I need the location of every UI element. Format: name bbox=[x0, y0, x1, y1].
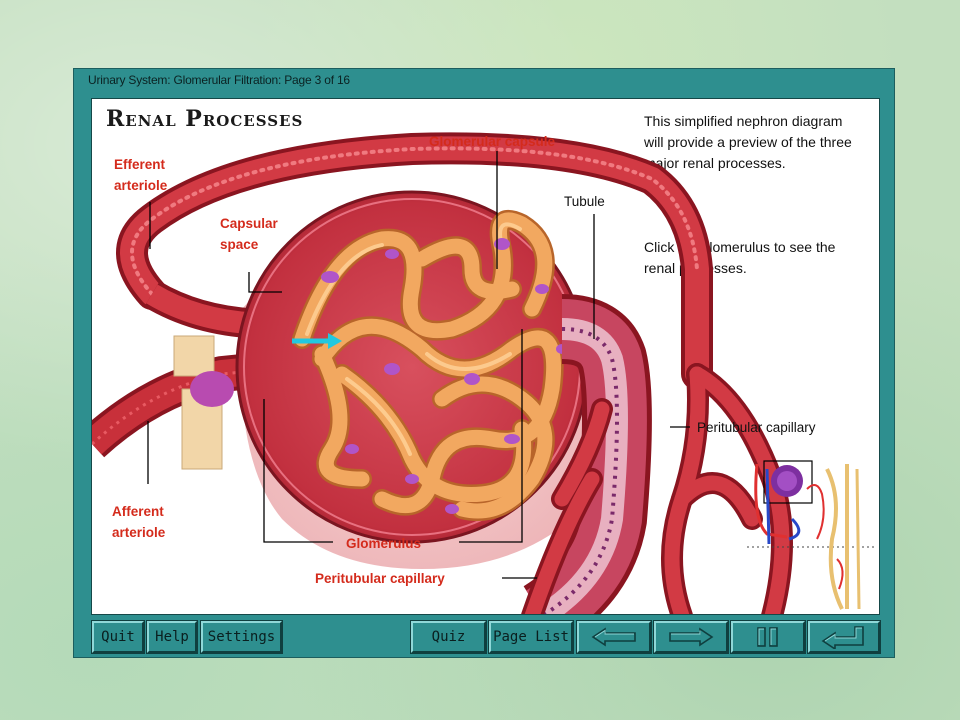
pause-button[interactable] bbox=[730, 620, 806, 654]
arrow-left-icon bbox=[591, 627, 636, 647]
toolbar: Quit Help Settings Quiz Page List bbox=[91, 620, 881, 657]
app-window: Urinary System: Glomerular Filtration: P… bbox=[73, 68, 895, 658]
forward-button[interactable] bbox=[653, 620, 729, 654]
window-title: Urinary System: Glomerular Filtration: P… bbox=[88, 73, 350, 87]
label-tubule: Tubule bbox=[564, 194, 605, 209]
label-capsular-space-line1: Capsular bbox=[220, 216, 278, 231]
label-capsular-space-line2: space bbox=[220, 237, 259, 252]
arrow-right-icon bbox=[669, 627, 714, 647]
label-peritubular-capillary-bottom: Peritubular capillary bbox=[315, 571, 445, 586]
settings-button[interactable]: Settings bbox=[200, 620, 283, 654]
label-afferent-arteriole-line1: Afferent bbox=[112, 504, 164, 519]
label-efferent-arteriole-line1: Efferent bbox=[114, 157, 166, 172]
nephron-inset-thumbnail bbox=[747, 460, 877, 610]
label-efferent-arteriole-line2: arteriole bbox=[114, 178, 168, 193]
return-arrow-icon bbox=[821, 626, 864, 649]
pause-icon bbox=[757, 627, 778, 647]
label-afferent-arteriole-line2: arteriole bbox=[112, 525, 166, 540]
return-button[interactable] bbox=[807, 620, 881, 654]
quit-button[interactable]: Quit bbox=[91, 620, 145, 654]
label-glomerular-capsule: Glomerular capsule bbox=[429, 134, 556, 149]
label-glomerulus[interactable]: Glomerulus bbox=[346, 536, 422, 551]
intro-text: This simplified nephron diagram will pro… bbox=[644, 113, 852, 171]
content-panel: Renal Processes This simplified nephron … bbox=[91, 98, 880, 615]
help-button[interactable]: Help bbox=[146, 620, 198, 654]
page-title: Renal Processes bbox=[106, 106, 304, 132]
quiz-button[interactable]: Quiz bbox=[410, 620, 487, 654]
back-button[interactable] bbox=[576, 620, 652, 654]
nephron-diagram bbox=[92, 132, 793, 614]
label-peritubular-capillary-right: Peritubular capillary bbox=[697, 420, 816, 435]
page-list-button[interactable]: Page List bbox=[488, 620, 574, 654]
